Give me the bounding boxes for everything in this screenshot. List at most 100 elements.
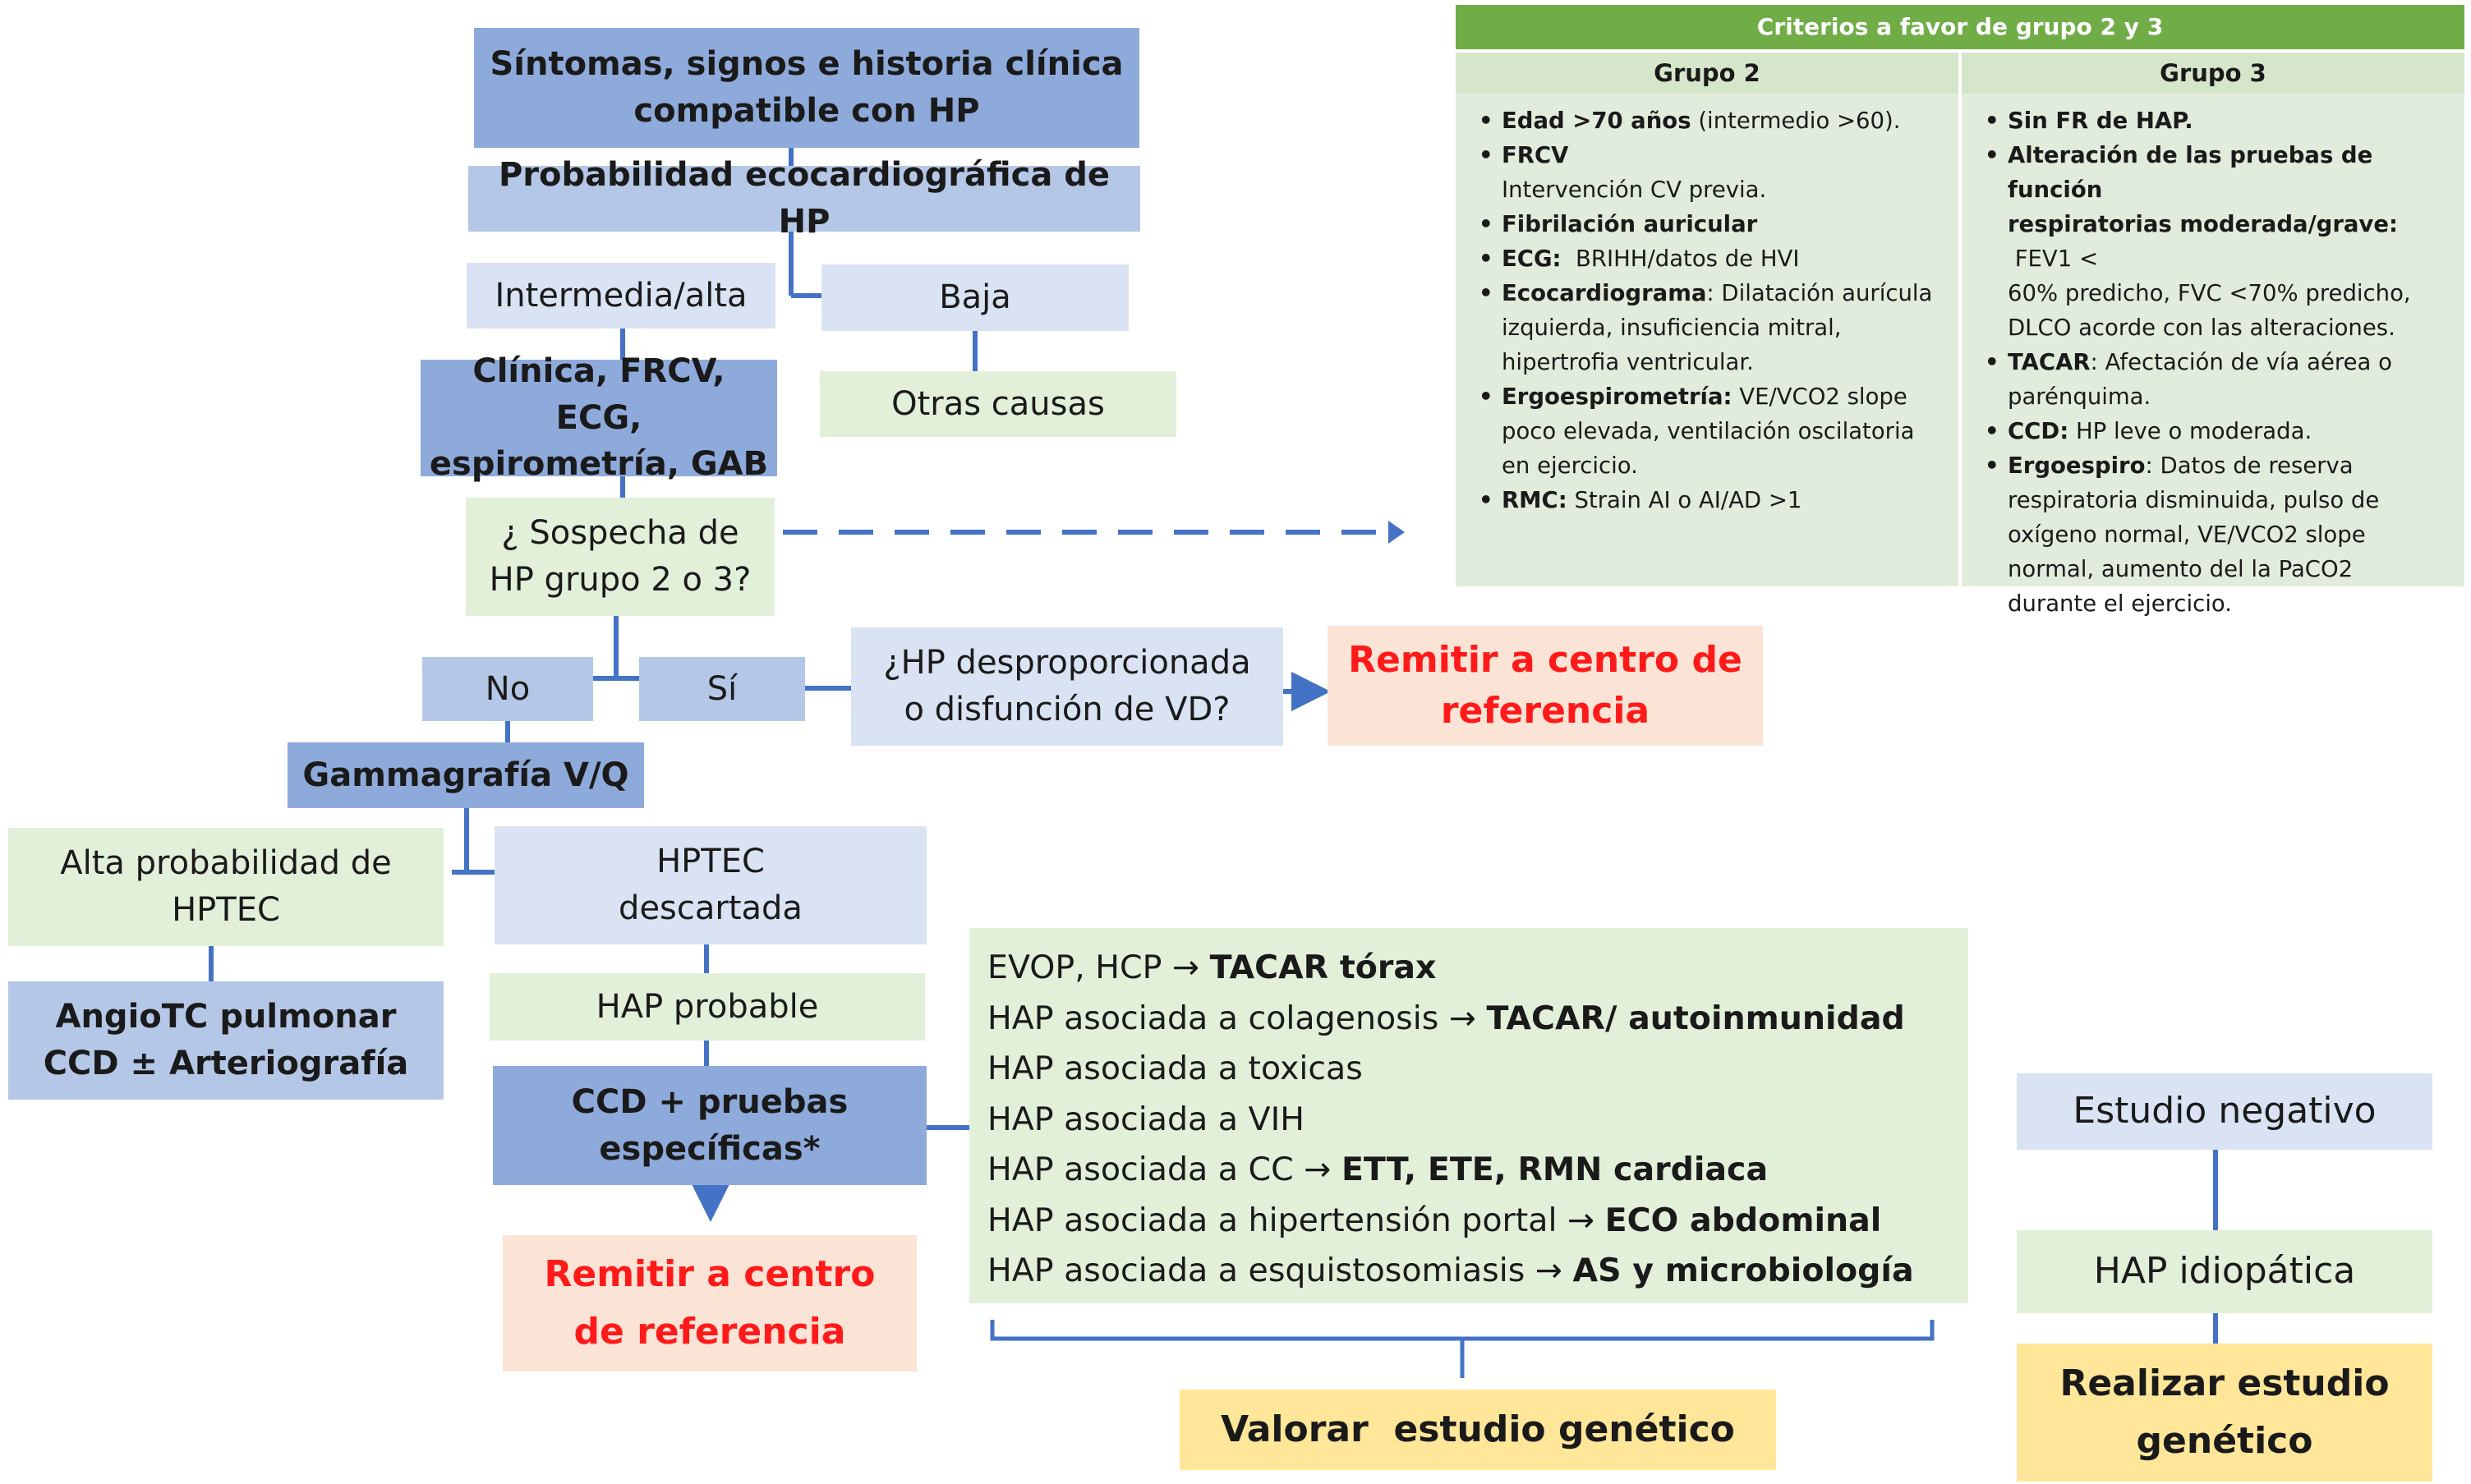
criteria-item: Edad >70 años (intermedio >60).	[1475, 103, 1947, 138]
criteria-item-bold: Sin FR de HAP.	[2008, 108, 2193, 134]
criteria-item-text: oxígeno normal, VE/VCO2 slope	[2008, 521, 2366, 548]
box-no: No	[422, 657, 593, 721]
cause-item: HAP asociada a VIH	[987, 1095, 1950, 1146]
cause-text: HAP asociada a toxicas	[987, 1050, 1363, 1087]
cause-text: HAP asociada a CC	[987, 1151, 1294, 1188]
box-remitir-1-line1: Remitir a centro de	[1348, 638, 1742, 681]
box-hptec-descartada: HPTEC descartada	[495, 826, 927, 944]
box-remitir-2-line1: Remitir a centro	[544, 1252, 876, 1295]
cause-test: AS y microbiología	[1572, 1252, 1914, 1289]
cause-text: HAP asociada a esquistosomiasis	[987, 1252, 1525, 1289]
criteria-item-bold: TACAR	[2008, 349, 2091, 375]
box-sintomas: Síntomas, signos e historia clínica compa…	[474, 28, 1139, 148]
box-remitir-1-line2: referencia	[1440, 690, 1650, 732]
criteria-item-text: (intermedio >60).	[1691, 108, 1901, 134]
criteria-item-text: VE/VCO2 slope	[1732, 384, 1907, 410]
box-realizar-estudio-line2: genético	[2136, 1420, 2313, 1462]
box-realizar-estudio-line1: Realizar estudio	[2059, 1362, 2390, 1404]
criteria-item: normal, aumento del la PaCO2	[1981, 552, 2453, 586]
criteria-item: oxígeno normal, VE/VCO2 slope	[1981, 517, 2453, 552]
criteria-item-bold: Alteración de las pruebas de función	[2008, 142, 2373, 203]
box-sintomas-line2: compatible con HP	[633, 92, 980, 130]
box-hptec-descartada-line1: HPTEC	[656, 843, 765, 881]
box-gammagrafia: Gammagrafía V/Q	[288, 742, 644, 808]
box-ccd: CCD + pruebas específicas*	[493, 1066, 927, 1185]
criteria-item-text: BRIHH/datos de HVI	[1561, 246, 1800, 272]
cause-test: TACAR/ autoinmunidad	[1486, 999, 1905, 1037]
criteria-title: Criterios a favor de grupo 2 y 3	[1456, 5, 2464, 49]
box-clinica: Clínica, FRCV, ECG,espirometría, GAB	[421, 352, 777, 483]
criteria-item-text: Intervención CV previa.	[1502, 177, 1767, 203]
cause-item: HAP asociada a esquistosomiasis → AS y m…	[987, 1246, 1950, 1297]
box-hap-idiopatica-text: HAP idiopática	[2093, 1250, 2356, 1293]
criteria-item: RMC: Strain AI o AI/AD >1	[1475, 483, 1947, 517]
criteria-item: durante el ejercicio.	[1981, 586, 2453, 621]
criteria-item-text: : Datos de reserva	[2145, 453, 2354, 479]
criteria-item-text: DLCO acorde con las alteraciones.	[2008, 315, 2395, 341]
cause-arrow-icon: →	[1557, 1201, 1605, 1239]
box-remitir-1: Remitir a centro de referencia	[1328, 626, 1763, 746]
bracket-causes	[990, 1320, 1935, 1341]
box-otras-causas: Otras causas	[820, 371, 1176, 437]
criteria-item: Alteración de las pruebas de función	[1981, 138, 2453, 207]
criteria-item: Fibrilación auricular	[1475, 207, 1947, 241]
criteria-item-text: en ejercicio.	[1502, 453, 1638, 479]
criteria-item: ECG: BRIHH/datos de HVI	[1475, 241, 1947, 276]
criteria-item-text: : Dilatación aurícula	[1706, 280, 1933, 306]
cause-text: HAP asociada a colagenosis	[987, 999, 1439, 1037]
cause-item: HAP asociada a colagenosis → TACAR/ auto…	[987, 994, 1950, 1045]
criteria-item: izquierda, insuficiencia mitral,	[1475, 310, 1947, 345]
criteria-item: Ecocardiograma: Dilatación aurícula	[1475, 276, 1947, 310]
box-sintomas-line1: Síntomas, signos e historia clínica	[490, 45, 1124, 84]
box-desproporcionada-line1: ¿HP desproporcionada	[883, 644, 1251, 682]
criteria-group2-heading: Grupo 2	[1456, 53, 1958, 94]
cause-test: TACAR tórax	[1209, 949, 1437, 986]
criteria-item: DLCO acorde con las alteraciones.	[1981, 310, 2453, 345]
criteria-item: TACAR: Afectación de vía aérea o	[1981, 345, 2453, 379]
box-clinica-line2: espirometría, GAB	[429, 445, 769, 484]
cause-text: HAP asociada a VIH	[987, 1100, 1305, 1138]
box-estudio-negativo: Estudio negativo	[2017, 1073, 2432, 1150]
criteria-item: poco elevada, ventilación oscilatoria	[1475, 414, 1947, 448]
cause-item: HAP asociada a hipertensión portal → ECO…	[987, 1196, 1950, 1247]
criteria-item: respiratoria disminuida, pulso de	[1981, 483, 2453, 517]
criteria-item-text: izquierda, insuficiencia mitral,	[1502, 315, 1842, 341]
cause-test: ETT, ETE, RMN cardiaca	[1341, 1151, 1769, 1188]
cause-arrow-icon: →	[1438, 999, 1487, 1037]
criteria-item: Ergoespirometría: VE/VCO2 slope	[1475, 379, 1947, 414]
criteria-item: Intervención CV previa.	[1475, 172, 1947, 207]
box-si: Sí	[639, 657, 805, 721]
criteria-item-text: parénquima.	[2008, 384, 2151, 410]
box-intermedia: Intermedia/alta	[467, 263, 775, 329]
box-sospecha-line2: HP grupo 2 o 3?	[489, 561, 752, 599]
criteria-item-text: respiratoria disminuida, pulso de	[2008, 487, 2380, 513]
criteria-item: FRCV	[1475, 138, 1947, 172]
box-no-text: No	[485, 669, 531, 708]
box-gammagrafia-text: Gammagrafía V/Q	[302, 756, 629, 794]
box-alta-probabilidad-line2: HPTEC	[172, 891, 280, 929]
criteria-item-bold: RMC:	[1502, 487, 1567, 513]
box-probabilidad-text: Probabilidad ecocardiográfica de HP	[498, 156, 1111, 241]
criteria-item: hipertrofia ventricular.	[1475, 345, 1947, 379]
box-probabilidad: Probabilidad ecocardiográfica de HP	[468, 156, 1140, 241]
box-otras-causas-text: Otras causas	[891, 384, 1105, 423]
box-estudio-negativo-text: Estudio negativo	[2073, 1090, 2377, 1133]
box-valorar-estudio-text: Valorar estudio genético	[1221, 1408, 1735, 1450]
criteria-item-bold: FRCV	[1502, 142, 1569, 168]
cause-item: EVOP, HCP → TACAR tórax	[987, 943, 1950, 994]
box-hptec-descartada-line2: descartada	[619, 889, 803, 927]
criteria-item-text: normal, aumento del la PaCO2	[2008, 556, 2354, 582]
criteria-group2-list: Edad >70 años (intermedio >60). FRCV Inter…	[1475, 103, 1947, 517]
criteria-item: respiratorias moderada/grave: FEV1 <	[1981, 207, 2453, 276]
cause-arrow-icon: →	[1162, 949, 1210, 986]
cause-item: HAP asociada a toxicas	[987, 1044, 1950, 1095]
box-ccd-line2: específicas*	[599, 1129, 821, 1168]
box-ccd-line1: CCD + pruebas	[571, 1082, 849, 1121]
box-hap-probable-text: HAP probable	[596, 987, 819, 1026]
box-angiotc-line2: CCD ± Arteriografía	[43, 1045, 409, 1082]
criteria-item-text: durante el ejercicio.	[2008, 590, 2232, 617]
